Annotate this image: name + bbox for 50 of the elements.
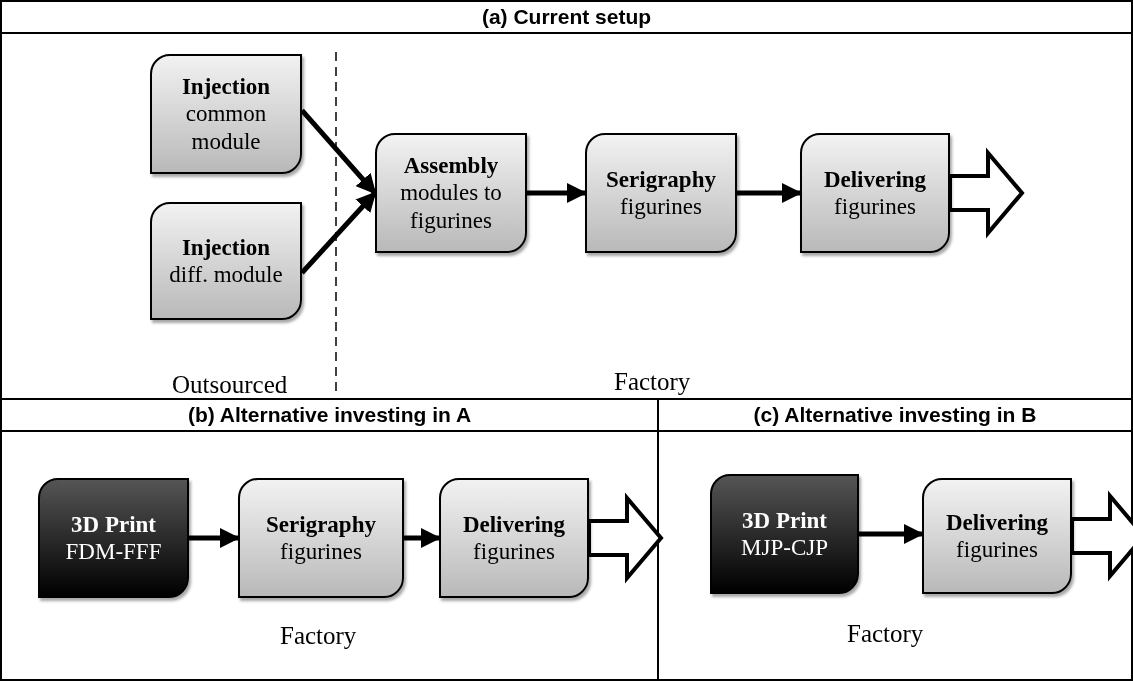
arrow — [527, 183, 587, 203]
box-title: Injection — [181, 73, 271, 101]
box-text: common module — [184, 100, 268, 155]
box-title: 3D Print — [742, 506, 827, 534]
process-box — [150, 54, 302, 174]
arrow — [189, 528, 240, 548]
box-title: Delivering — [462, 510, 566, 538]
box-title: 3D Print — [71, 510, 156, 538]
arrow — [859, 524, 924, 544]
box-text: figurines — [473, 538, 555, 566]
box-title: Serigraphy — [266, 510, 376, 538]
arrow — [404, 528, 441, 548]
box-text: modules to figurines — [399, 179, 503, 234]
arrow — [300, 108, 377, 195]
process-box — [38, 478, 189, 598]
box-title: Injection — [181, 233, 271, 261]
process-box — [238, 478, 404, 598]
process-box — [150, 202, 302, 320]
block-arrow — [1070, 490, 1133, 582]
box-title: Serigraphy — [606, 165, 716, 193]
box-text: diff. module — [169, 261, 283, 289]
box-title: Delivering — [945, 508, 1049, 536]
box-text: figurines — [834, 193, 916, 221]
process-box — [439, 478, 589, 598]
box-text: figurines — [620, 193, 702, 221]
process-box — [800, 133, 950, 253]
process-box — [710, 474, 859, 594]
panel — [657, 398, 1133, 681]
process-box — [922, 478, 1072, 594]
process-box — [375, 133, 527, 253]
arrow — [300, 191, 377, 275]
block-arrow — [948, 147, 1025, 239]
region-label: Factory — [280, 622, 357, 650]
region-label: Factory — [614, 368, 691, 396]
arrow — [737, 183, 802, 203]
panel-heading: (c) Alternative investing in B — [659, 400, 1131, 432]
box-text: FDM-FFF — [65, 538, 162, 566]
region-label: Factory — [847, 620, 924, 648]
box-text: figurines — [280, 538, 362, 566]
box-text: figurines — [956, 536, 1038, 564]
box-text: MJP-CJP — [741, 534, 828, 562]
panel — [0, 0, 1133, 400]
region-label: Outsourced — [172, 371, 288, 399]
panel-heading: (a) Current setup — [2, 2, 1131, 34]
box-title: Delivering — [823, 165, 927, 193]
process-box — [585, 133, 737, 253]
box-title: Assembly — [403, 152, 499, 180]
panel — [0, 398, 659, 681]
block-arrow — [587, 492, 664, 584]
panel-heading: (b) Alternative investing in A — [2, 400, 657, 432]
